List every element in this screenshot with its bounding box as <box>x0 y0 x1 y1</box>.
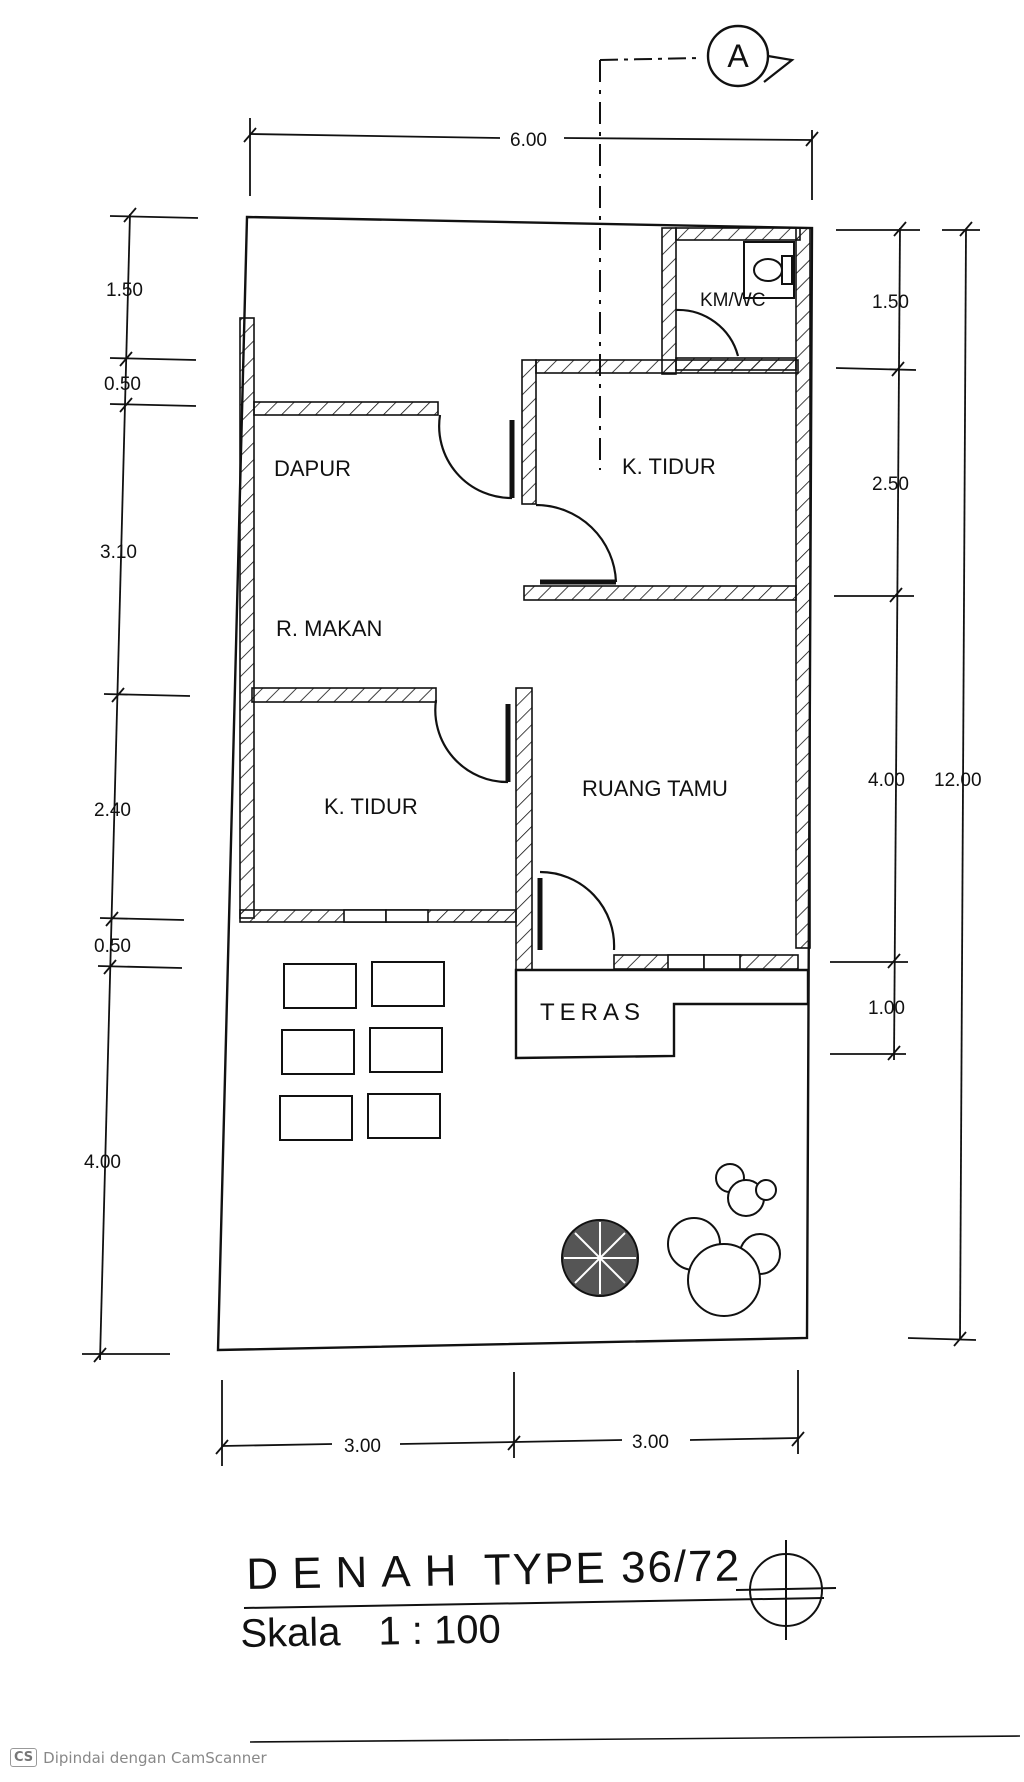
plan-scale-word: Skala <box>240 1610 341 1656</box>
dimension-left-2: 0.50 <box>104 374 141 395</box>
footer-rule <box>249 1735 1021 1743</box>
toilet-icon <box>743 241 795 299</box>
dimension-right <box>830 221 980 1347</box>
dimension-left-1: 1.50 <box>106 280 143 301</box>
north-symbol-icon <box>735 1540 837 1640</box>
plan-scale: Skala 1 : 100 <box>240 1607 539 1657</box>
dimension-top-label: 6.00 <box>510 130 547 151</box>
teras-outline <box>514 968 810 1060</box>
dimension-left-3: 3.10 <box>100 542 137 563</box>
plan-scale-value: 1 : 100 <box>378 1607 502 1654</box>
dimension-right-3: 4.00 <box>868 770 905 791</box>
room-label-r-makan: R. MAKAN <box>276 616 382 641</box>
dimension-bottom <box>215 1370 805 1466</box>
dimension-right-total: 12.00 <box>934 770 982 791</box>
dimension-right-1: 1.50 <box>872 292 909 313</box>
title-underline <box>243 1597 825 1609</box>
plan-title-type: TYPE 36/72 <box>483 1541 742 1595</box>
room-label-dapur: DAPUR <box>274 456 351 481</box>
section-marker: A <box>599 24 795 470</box>
dimension-right-2: 2.50 <box>872 474 909 495</box>
dimension-top <box>243 118 819 200</box>
tree-icons <box>561 1163 781 1317</box>
dimension-left-6: 4.00 <box>84 1152 121 1173</box>
room-label-k-tidur-2: K. TIDUR <box>324 794 418 819</box>
camscanner-badge: CS <box>10 1748 38 1767</box>
section-marker-letter: A <box>727 38 749 74</box>
dimension-left-4: 2.40 <box>94 800 131 821</box>
site-boundary <box>216 215 814 1352</box>
plan-title-word: DENAH <box>246 1546 471 1599</box>
walls <box>239 227 811 971</box>
dimension-left <box>82 207 199 1363</box>
plan-title: DENAH TYPE 36/72 <box>246 1541 742 1600</box>
camscanner-text: Dipindai dengan CamScanner <box>43 1748 267 1767</box>
dimension-left-5: 0.50 <box>94 936 131 957</box>
dimension-bottom-2: 3.00 <box>632 1432 669 1453</box>
dimension-right-4: 1.00 <box>868 998 905 1019</box>
dimension-bottom-1: 3.00 <box>344 1436 381 1457</box>
room-label-teras: TERAS <box>540 999 645 1026</box>
room-label-k-tidur-1: K. TIDUR <box>622 454 716 479</box>
room-label-kmwc: KM/WC <box>700 290 765 311</box>
doors <box>434 308 740 951</box>
room-label-ruang-tamu: RUANG TAMU <box>582 776 728 801</box>
windows <box>343 909 741 970</box>
scanner-footer: CS Dipindai dengan CamScanner <box>10 1748 267 1767</box>
paving-tiles <box>279 961 445 1141</box>
